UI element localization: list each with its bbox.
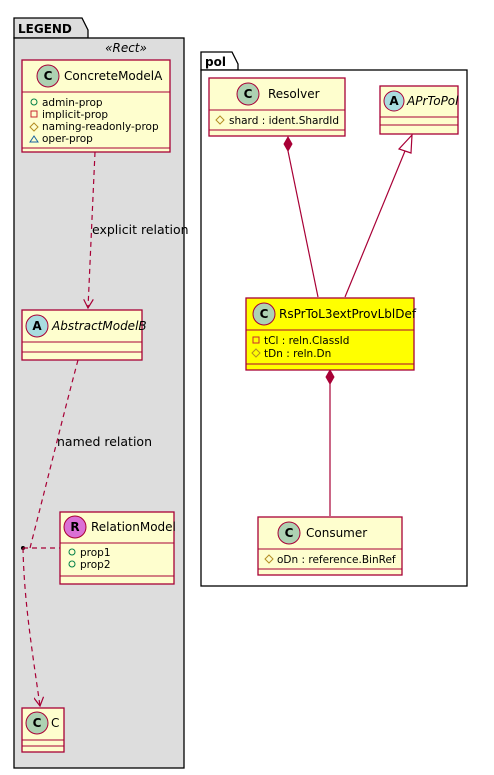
relation-model-class[interactable]: R RelationModel prop1 prop2 — [59, 511, 176, 585]
class-glyph-icon: C — [244, 87, 253, 101]
abstract-glyph-icon: A — [389, 94, 399, 108]
relation-attr-1: prop1 — [80, 547, 111, 559]
concrete-model-name: ConcreteModelA — [64, 69, 163, 83]
resolver-class[interactable]: C Resolver shard : ident.ShardId — [208, 77, 346, 137]
class-glyph-icon: C — [44, 69, 53, 83]
protected-icon — [215, 115, 225, 125]
main-attr-1: tCl : reln.ClassId — [264, 335, 349, 347]
concrete-attr-4: oper-prop — [42, 133, 93, 145]
private-icon — [252, 336, 260, 344]
package-icon — [29, 135, 39, 143]
explicit-relation-label: explicit relation — [92, 222, 189, 237]
class-glyph-icon: C — [33, 716, 42, 730]
private-icon — [30, 110, 38, 118]
public-icon — [68, 560, 76, 568]
concrete-model-class[interactable]: C ConcreteModelA admin-prop implicit-pro… — [21, 59, 171, 153]
rsprtol3extprovlbldef-name: RsPrToL3extProvLblDef — [279, 307, 417, 321]
aprtopol-class[interactable]: A APrToPol — [379, 85, 459, 135]
named-relation-label: named relation — [57, 434, 152, 449]
resolver-attr-1: shard : ident.ShardId — [229, 115, 339, 127]
class-glyph-icon: C — [285, 526, 294, 540]
aprtopol-name: APrToPol — [406, 94, 459, 108]
inheritance-edge-aprtopol — [344, 133, 413, 298]
concrete-attr-2: implicit-prop — [42, 109, 108, 121]
composition-edge-resolver — [283, 135, 319, 298]
protected-icon — [264, 554, 274, 564]
protected-icon — [29, 122, 39, 132]
public-icon — [30, 98, 38, 106]
composition-edge-consumer — [325, 368, 335, 516]
c-class[interactable]: C C — [21, 707, 65, 753]
relation-attr-2: prop2 — [80, 559, 111, 571]
c-class-name: C — [51, 716, 59, 730]
abstract-model-class[interactable]: A AbstractModelB — [21, 309, 147, 361]
pol-title: pol — [205, 55, 226, 69]
relation-model-name: RelationModel — [91, 520, 176, 534]
legend-stereotype: «Rect» — [105, 41, 147, 55]
public-icon — [68, 548, 76, 556]
concrete-attr-1: admin-prop — [42, 97, 103, 109]
explicit-relation-edge: explicit relation — [88, 151, 189, 308]
abstract-model-name: AbstractModelB — [51, 319, 147, 333]
consumer-name: Consumer — [306, 526, 367, 540]
legend-title: LEGEND — [18, 22, 72, 36]
abstract-glyph-icon: A — [32, 319, 42, 333]
consumer-attr-1: oDn : reference.BinRef — [277, 554, 396, 566]
rsprtol3extprovlbldef-class[interactable]: C RsPrToL3extProvLblDef tCl : reln.Class… — [245, 297, 417, 371]
class-glyph-icon: C — [260, 307, 269, 321]
concrete-attr-3: naming-readonly-prop — [42, 121, 159, 133]
consumer-class[interactable]: C Consumer oDn : reference.BinRef — [257, 516, 403, 576]
resolver-name: Resolver — [268, 87, 320, 101]
protected-icon — [251, 348, 261, 358]
relation-glyph-icon: R — [70, 520, 79, 534]
named-relation-edge: named relation — [21, 359, 152, 706]
legend-package: LEGEND «Rect» — [13, 17, 185, 769]
main-attr-2: tDn : reln.Dn — [264, 348, 331, 360]
